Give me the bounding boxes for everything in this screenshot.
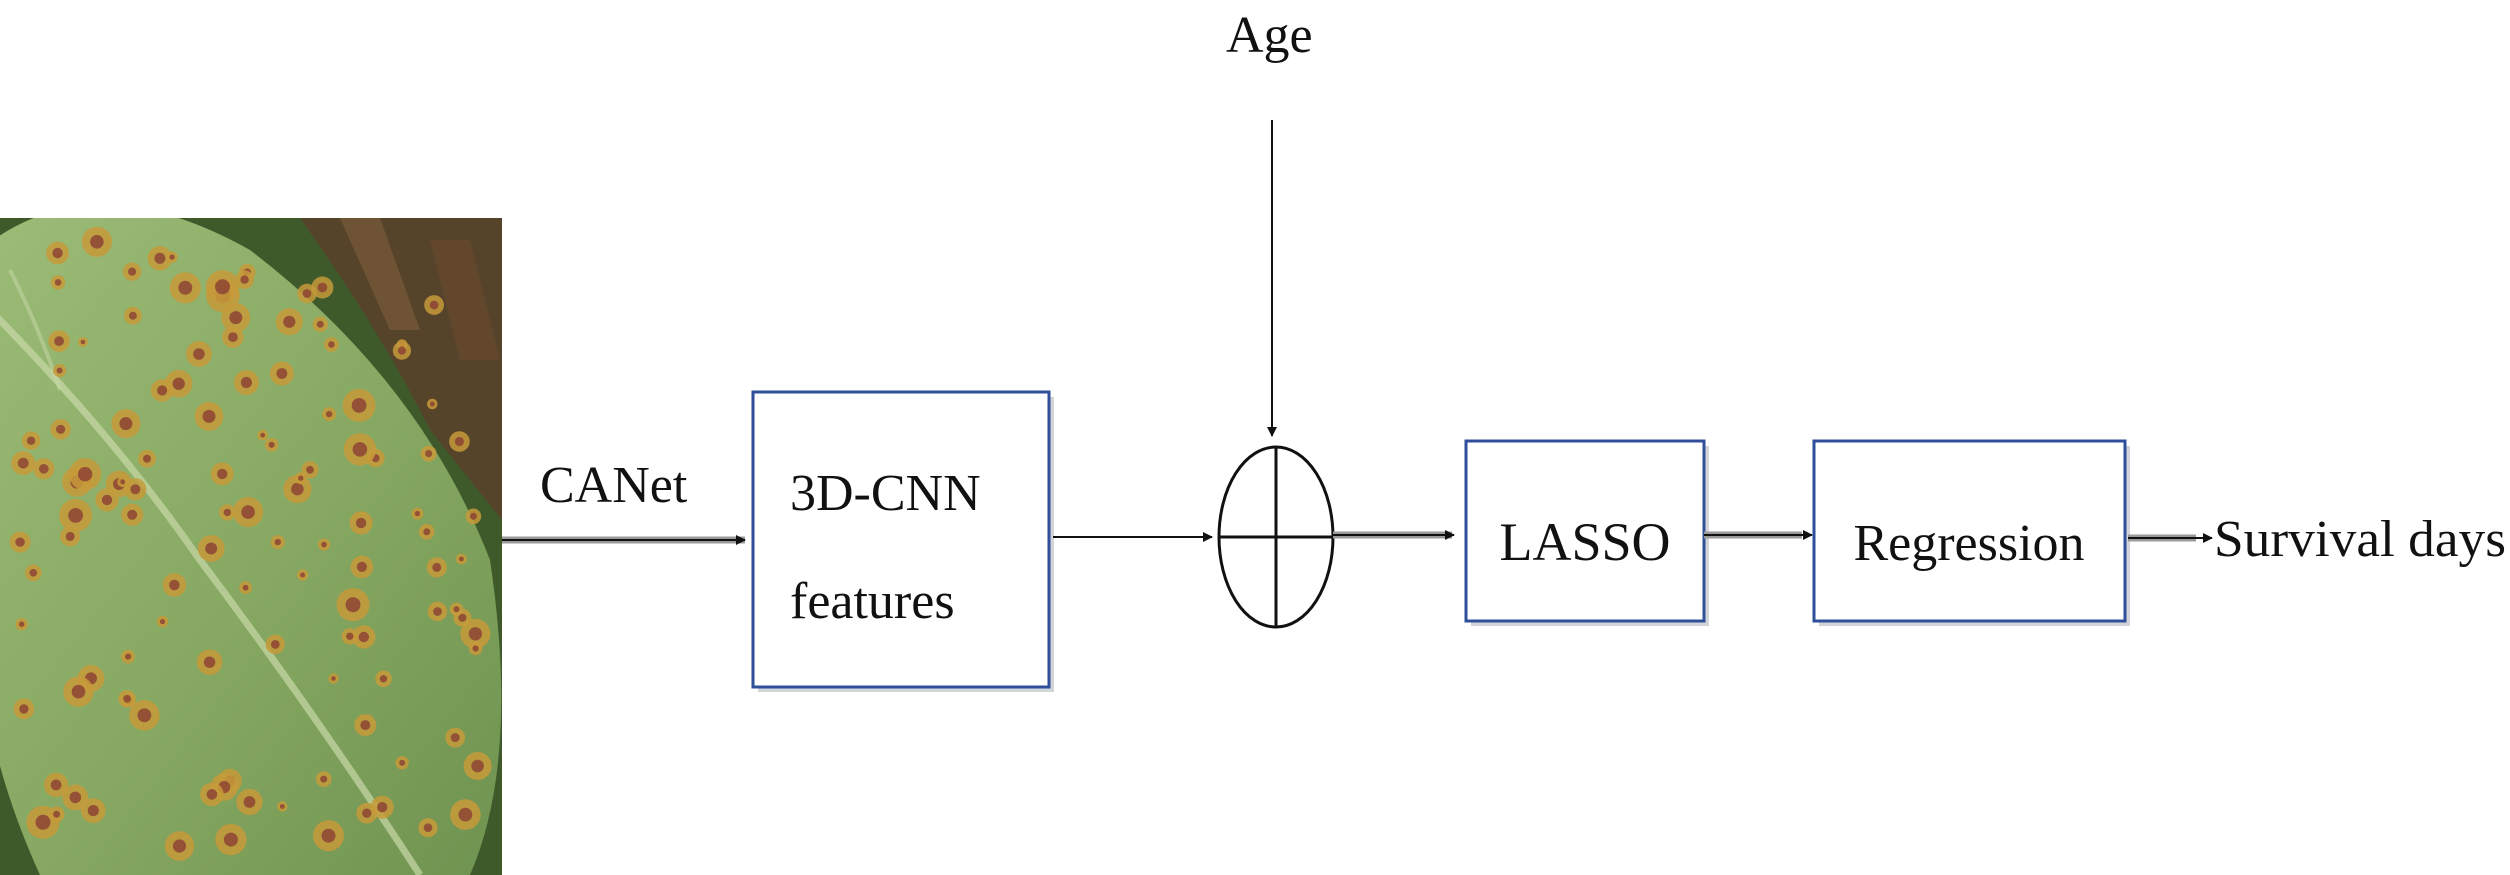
regression-label: Regression: [1853, 515, 2084, 572]
regression-box: Regression: [1812, 439, 2130, 626]
circle-plus-icon: [1217, 445, 1335, 629]
features-label-line1: 3D-CNN: [790, 465, 981, 522]
features-box: 3D-CNN features: [751, 390, 1054, 692]
output-label: Survival days: [2214, 511, 2506, 568]
diseased-leaf-photo: [0, 218, 502, 875]
edge-label-canet: CANet: [540, 457, 688, 514]
features-label-line2: features: [790, 573, 955, 630]
leaf-spots: [9, 226, 492, 861]
lasso-label: LASSO: [1499, 512, 1670, 572]
age-label: Age: [1226, 7, 1313, 64]
lasso-box: LASSO: [1464, 439, 1709, 626]
